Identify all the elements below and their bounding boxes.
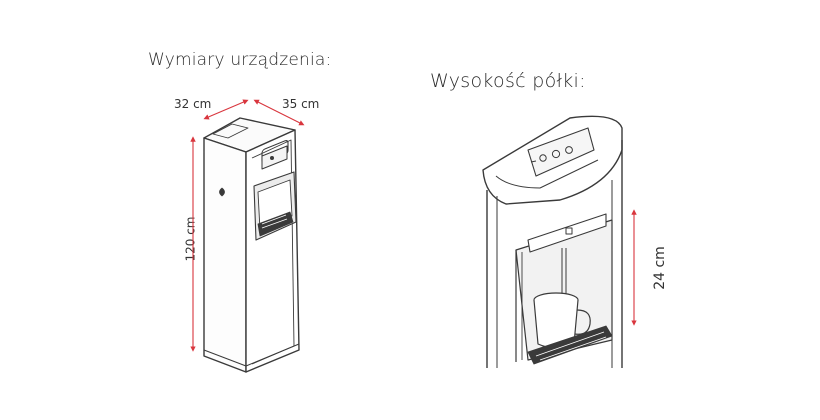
dispenser-closeup-view bbox=[482, 115, 623, 368]
dimension-arrows bbox=[190, 99, 305, 352]
device-dimensions-title: Wymiary urządzenia: bbox=[148, 50, 332, 70]
dispenser-full-view bbox=[203, 117, 300, 373]
depth-label: 32 cm bbox=[174, 97, 212, 111]
shelf-height-title: Wysokość półki: bbox=[430, 70, 586, 92]
